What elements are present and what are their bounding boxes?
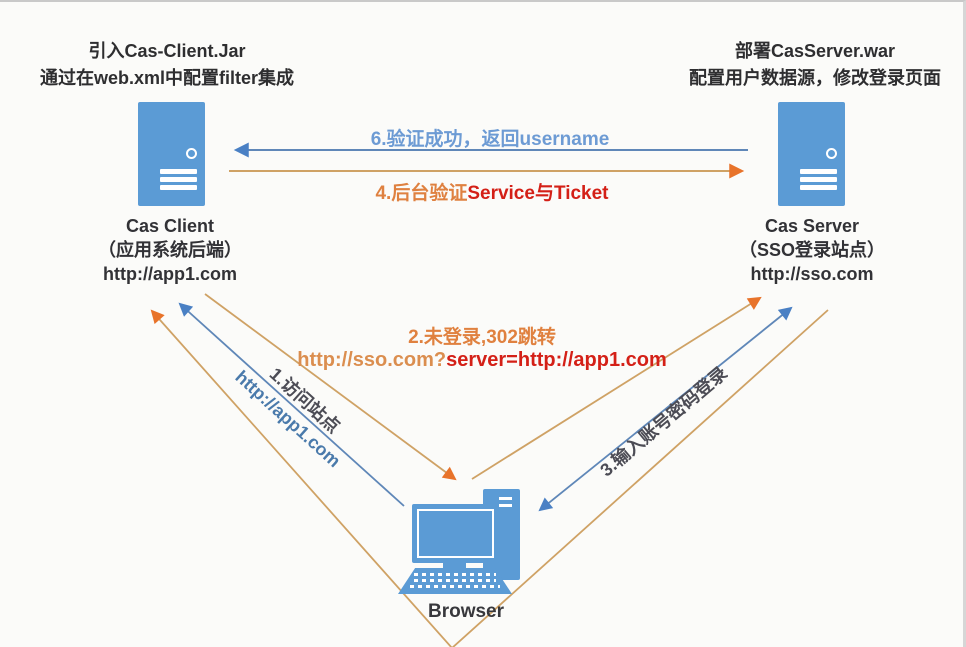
- server-slot: [800, 185, 837, 190]
- server-slot: [160, 169, 197, 174]
- cas-server-name: Cas Server: [764, 216, 860, 236]
- label-step2-line2: http://sso.com?server=http://app1.com: [272, 349, 692, 372]
- cas-client-note-line2: 通过在web.xml中配置filter集成: [39, 68, 295, 88]
- browser-computer-icon: [396, 487, 522, 597]
- monitor-screen: [417, 509, 494, 558]
- cas-server-note-line2: 配置用户数据源，修改登录页面: [689, 68, 941, 88]
- server-light-icon: [826, 148, 837, 159]
- arrow-step3-login: [538, 306, 793, 512]
- label-step4-plain: 4.后台验证: [375, 183, 468, 204]
- cas-client-label: Cas Client （应用系统后端） http://app1.com: [70, 214, 270, 286]
- cas-server-role: （SSO登录站点）: [738, 240, 885, 260]
- label-step2: 2.未登录,302跳转 http://sso.com?server=http:/…: [272, 322, 692, 372]
- arrow-step2-302-to-browser: [204, 293, 457, 481]
- server-slot: [800, 169, 837, 174]
- browser-label: Browser: [427, 601, 505, 622]
- cas-client-name: Cas Client: [125, 216, 215, 236]
- server-slot: [800, 177, 837, 182]
- cas-client-note: 引入Cas-Client.Jar 通过在web.xml中配置filter集成: [2, 38, 332, 92]
- keyboard-keys-row: [410, 585, 500, 588]
- keyboard-keys-row: [414, 579, 496, 582]
- cas-server-note: 部署CasServer.war 配置用户数据源，修改登录页面: [650, 38, 963, 92]
- server-slot: [160, 177, 197, 182]
- label-step4-highlight: Service与Ticket: [467, 183, 609, 204]
- arrow-step1-visit-site: [178, 302, 405, 507]
- cas-server-note-line1: 部署CasServer.war: [734, 41, 896, 61]
- tower-vent: [499, 497, 512, 500]
- cas-server-server-icon: [778, 102, 845, 206]
- cas-client-server-icon: [138, 102, 205, 206]
- label-step6: 6.验证成功，返回username: [370, 129, 610, 150]
- cas-server-url: http://sso.com: [750, 264, 874, 284]
- server-light-icon: [186, 148, 197, 159]
- label-step4: 4.后台验证Service与Ticket: [312, 178, 672, 205]
- tower-vent: [499, 504, 512, 507]
- keyboard-icon: [398, 568, 512, 594]
- label-step2-url-highlight: server=http://app1.com: [446, 349, 667, 371]
- label-step2-url-plain: http://sso.com?: [297, 349, 447, 371]
- cas-client-role: （应用系统后端）: [98, 240, 242, 260]
- cas-client-note-line1: 引入Cas-Client.Jar: [88, 41, 246, 61]
- keyboard-keys-row: [414, 573, 496, 576]
- cas-client-url: http://app1.com: [103, 264, 237, 284]
- label-step2-line1: 2.未登录,302跳转: [408, 327, 556, 348]
- cas-server-label: Cas Server （SSO登录站点） http://sso.com: [712, 214, 912, 286]
- server-slot: [160, 185, 197, 190]
- monitor-icon: [412, 504, 499, 563]
